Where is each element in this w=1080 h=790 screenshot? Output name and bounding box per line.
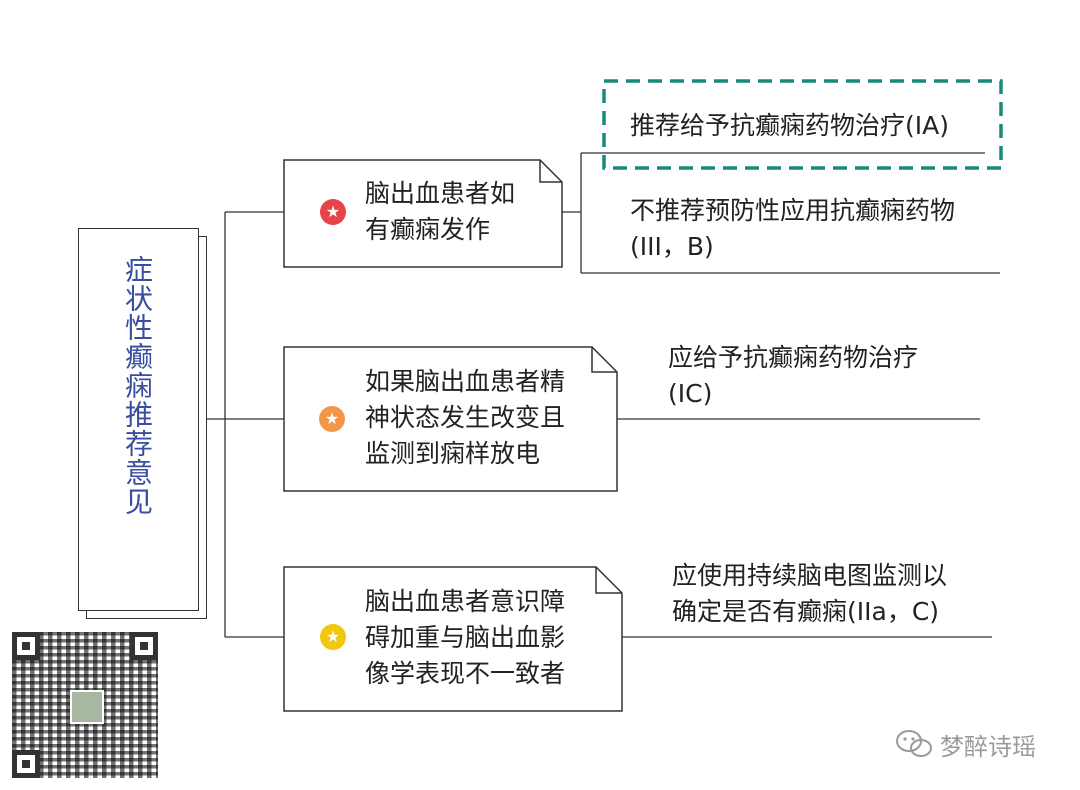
recommendation-3: 应使用持续脑电图监测以 确定是否有癫痫(IIa，C) bbox=[672, 561, 948, 626]
condition-card-3 bbox=[283, 566, 623, 712]
root-title: 症状性癫痫推荐意见 bbox=[121, 255, 154, 516]
highlight-dashed-box bbox=[602, 79, 1003, 170]
star-icon: ★ bbox=[320, 624, 346, 650]
star-icon: ★ bbox=[320, 199, 346, 225]
condition-1-text: 脑出血患者如 有癫痫发作 bbox=[365, 179, 516, 244]
condition-card-2 bbox=[283, 346, 618, 492]
wechat-icon bbox=[896, 730, 932, 757]
condition-2-text: 如果脑出血患者精 神状态发生改变且 监测到痫样放电 bbox=[365, 367, 566, 468]
recommendation-1a: 推荐给予抗癫痫药物治疗(IA) bbox=[630, 111, 949, 140]
condition-card-1 bbox=[283, 159, 563, 268]
recommendation-1b: 不推荐预防性应用抗癫痫药物 (III，B) bbox=[630, 196, 956, 261]
recommendation-2: 应给予抗癫痫药物治疗 (IC) bbox=[668, 343, 919, 408]
qr-code-image bbox=[12, 632, 158, 778]
star-icon: ★ bbox=[319, 406, 345, 432]
watermark-text: 梦醉诗瑶 bbox=[940, 733, 1036, 761]
condition-3-text: 脑出血患者意识障 碍加重与脑出血影 像学表现不一致者 bbox=[365, 587, 566, 688]
root-card: 症状性癫痫推荐意见 bbox=[78, 228, 199, 611]
